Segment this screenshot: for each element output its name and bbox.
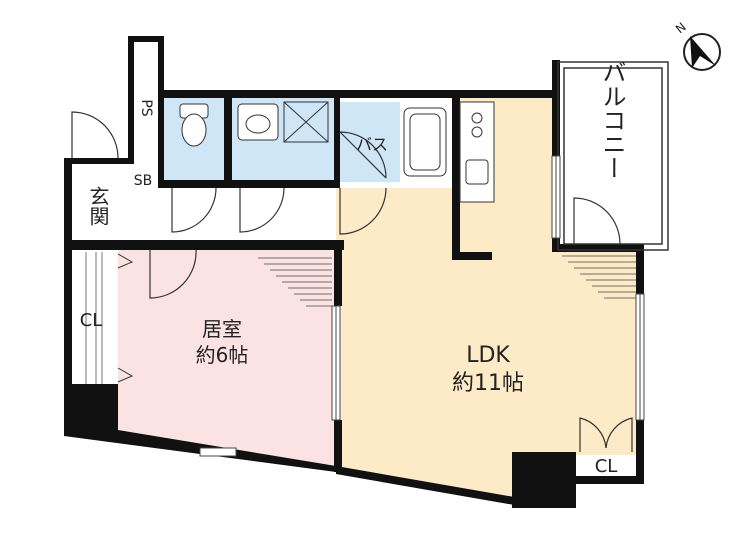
closet-door-right: [605, 417, 633, 452]
bedroom-name: 居室: [202, 317, 242, 341]
toilet-door: [171, 187, 217, 233]
wash-basin: [237, 103, 279, 141]
entrance-floor: [72, 162, 128, 242]
walls: [64, 36, 644, 508]
balcony-floor: [562, 64, 666, 248]
bottom-wall-right: [336, 466, 520, 506]
front-door: [71, 111, 119, 159]
bath-door: [339, 131, 387, 179]
compass-label: N: [673, 20, 689, 36]
shoe-box-label: SB: [134, 173, 153, 189]
balcony-door: [573, 197, 621, 245]
closet-door-left: [579, 417, 607, 452]
entrance-label: 玄関: [86, 186, 110, 226]
balcony-label: バルコニー: [598, 60, 626, 180]
left-closet-doors: [117, 253, 134, 383]
ldk-size: 約11帖: [452, 371, 524, 396]
toilet-fixture: [179, 103, 209, 147]
washroom-door: [239, 187, 285, 233]
compass-icon: [683, 33, 721, 71]
bedroom-floor: [118, 248, 336, 468]
ldk-storage-hatch: [562, 255, 636, 299]
washing-machine-space: [283, 101, 329, 143]
bathtub: [403, 107, 447, 177]
ldk-name: LDK: [466, 343, 510, 368]
corridor-floor: [128, 188, 336, 242]
closet-left-label: CL: [80, 310, 103, 331]
left-closet-shelf: [85, 252, 103, 384]
bottom-window: [199, 447, 237, 457]
kitchen-counter: [459, 101, 495, 203]
ldk-floor: [336, 96, 640, 500]
closet-right-label: CL: [595, 456, 618, 477]
pipe-space-label: PS: [138, 99, 154, 116]
bedroom-storage-hatch: [258, 257, 332, 307]
bedroom-size: 約6帖: [196, 343, 249, 367]
ldk-door: [339, 187, 387, 235]
bath-label: バス: [356, 135, 388, 154]
bedroom-door: [149, 249, 197, 299]
